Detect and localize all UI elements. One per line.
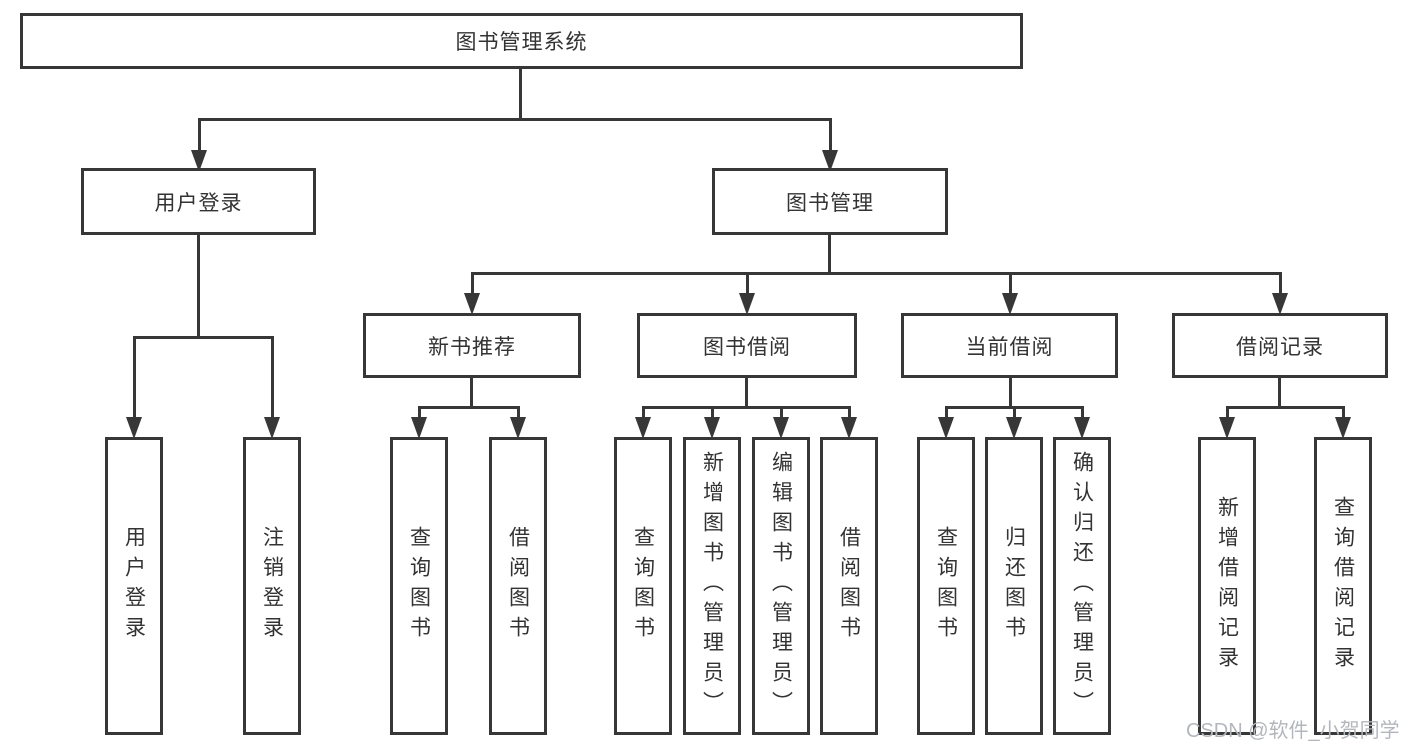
node-label: 查询图书 xyxy=(407,526,431,646)
node-label: 查询图书 xyxy=(631,526,655,646)
connector-line xyxy=(519,67,522,120)
csdn-watermark: CSDN @软件_小贺同学 xyxy=(1186,720,1400,742)
node-root-system: 图书管理系统 xyxy=(20,13,1023,69)
connector-arrow-down-icon xyxy=(464,272,480,315)
connector-line xyxy=(198,118,832,121)
leaf-logout: 注销登录 xyxy=(243,437,301,735)
node-label: 新增借阅记录 xyxy=(1215,496,1239,676)
connector-arrow-down-icon xyxy=(822,118,838,172)
leaf-borrow-books: 借阅图书 xyxy=(820,437,878,735)
connector-line xyxy=(745,376,748,408)
node-label: 新增图书（管理员） xyxy=(700,451,724,721)
leaf-add-borrow-record: 新增借阅记录 xyxy=(1198,437,1256,735)
leaf-add-book-admin: 新增图书（管理员） xyxy=(683,437,741,735)
connector-arrow-down-icon xyxy=(1002,272,1018,315)
connector-arrow-down-icon xyxy=(704,406,720,439)
leaf-query-books-current: 查询图书 xyxy=(917,437,975,735)
connector-arrow-down-icon xyxy=(191,118,207,172)
node-label: 图书管理 xyxy=(786,191,874,215)
connector-arrow-down-icon xyxy=(510,406,526,439)
leaf-edit-book-admin: 编辑图书（管理员） xyxy=(752,437,810,735)
node-label: 图书管理系统 xyxy=(455,31,588,54)
connector-line xyxy=(828,233,831,274)
connector-arrow-down-icon xyxy=(841,406,857,439)
connector-line xyxy=(418,406,520,409)
connector-arrow-down-icon xyxy=(264,336,280,439)
node-label: 图书借阅 xyxy=(703,335,791,359)
leaf-query-books-borrowing: 查询图书 xyxy=(614,437,672,735)
leaf-query-borrow-record: 查询借阅记录 xyxy=(1314,437,1372,735)
node-current-borrowing: 当前借阅 xyxy=(901,313,1118,378)
leaf-borrow-books-recommend: 借阅图书 xyxy=(489,437,547,735)
connector-line xyxy=(470,376,473,408)
node-label: 查询图书 xyxy=(934,526,958,646)
node-label: 借阅图书 xyxy=(837,526,861,646)
node-new-book-recommend: 新书推荐 xyxy=(363,313,581,378)
connector-arrow-down-icon xyxy=(938,406,954,439)
leaf-user-login: 用户登录 xyxy=(105,437,163,735)
connector-arrow-down-icon xyxy=(1335,406,1351,439)
connector-line xyxy=(642,406,851,409)
node-label: 用户登录 xyxy=(122,526,146,646)
node-borrow-records: 借阅记录 xyxy=(1172,313,1388,378)
node-label: 归还图书 xyxy=(1002,526,1026,646)
connector-line xyxy=(197,233,200,338)
connector-arrow-down-icon xyxy=(635,406,651,439)
connector-line xyxy=(133,336,274,339)
connector-arrow-down-icon xyxy=(1006,406,1022,439)
node-label: 当前借阅 xyxy=(965,335,1054,359)
connector-arrow-down-icon xyxy=(773,406,789,439)
node-label: 编辑图书（管理员） xyxy=(769,451,793,721)
node-label: 用户登录 xyxy=(154,191,243,215)
connector-arrow-down-icon xyxy=(1074,406,1090,439)
connector-arrow-down-icon xyxy=(126,336,142,439)
node-user-login: 用户登录 xyxy=(81,168,316,235)
node-label: 借阅图书 xyxy=(506,526,530,646)
leaf-return-books: 归还图书 xyxy=(985,437,1043,735)
node-label: 注销登录 xyxy=(260,526,284,646)
connector-line xyxy=(1278,376,1281,408)
node-label: 新书推荐 xyxy=(428,335,516,359)
connector-arrow-down-icon xyxy=(1272,272,1288,315)
connector-line xyxy=(1226,406,1345,409)
connector-arrow-down-icon xyxy=(1219,406,1235,439)
connector-arrow-down-icon xyxy=(411,406,427,439)
connector-line xyxy=(1009,376,1012,408)
leaf-confirm-return-admin: 确认归还（管理员） xyxy=(1053,437,1111,735)
connector-line xyxy=(471,272,1282,275)
leaf-query-books-recommend: 查询图书 xyxy=(390,437,448,735)
connector-arrow-down-icon xyxy=(739,272,755,315)
node-book-management: 图书管理 xyxy=(712,168,948,235)
node-label: 借阅记录 xyxy=(1236,335,1324,359)
node-book-borrowing: 图书借阅 xyxy=(637,313,857,378)
node-label: 查询借阅记录 xyxy=(1331,496,1355,676)
node-label: 确认归还（管理员） xyxy=(1070,451,1094,721)
